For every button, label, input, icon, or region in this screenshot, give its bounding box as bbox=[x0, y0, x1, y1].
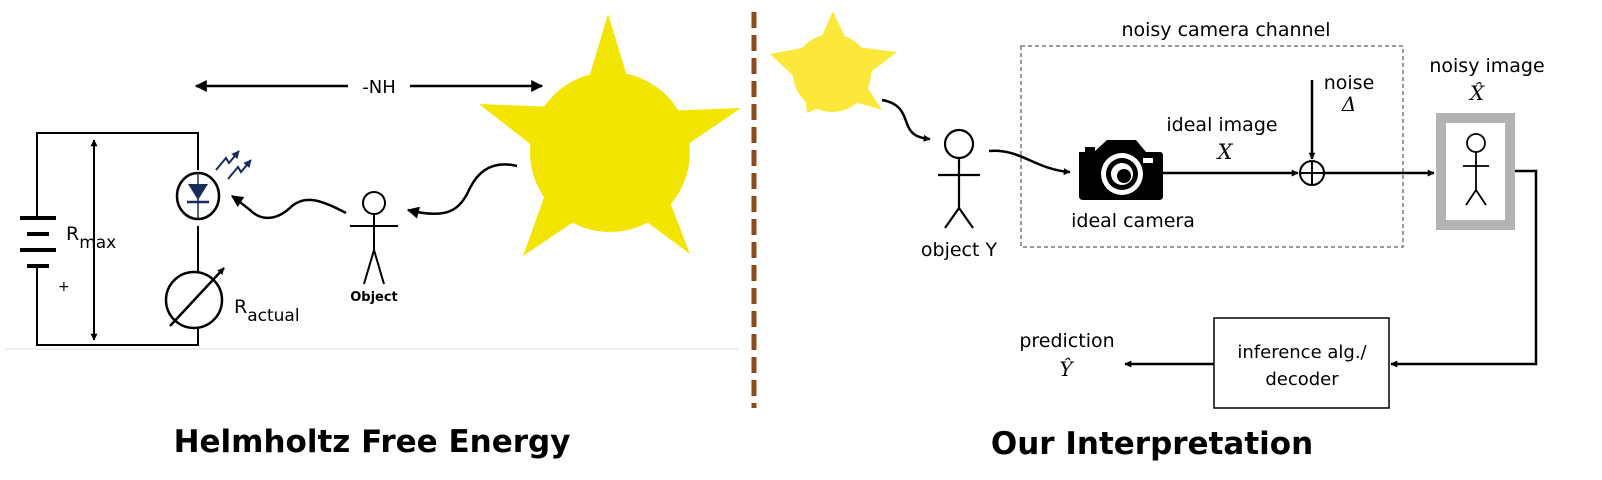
object-figure-icon bbox=[350, 191, 398, 285]
noisy-image-symbol: X̂ bbox=[1468, 81, 1485, 105]
channel-box bbox=[1020, 45, 1404, 248]
noise-label: noise bbox=[1324, 72, 1375, 94]
sun-small-icon bbox=[770, 11, 897, 113]
object-y-figure-icon bbox=[938, 128, 980, 229]
light-wave-object-to-diode bbox=[231, 194, 347, 219]
light-path-sun-to-object bbox=[881, 98, 931, 142]
sun-icon bbox=[479, 14, 741, 256]
object-y-label: object Y bbox=[921, 239, 998, 261]
camera-icon bbox=[1079, 140, 1163, 200]
decoder-line2: decoder bbox=[1265, 369, 1339, 390]
noisy-image-label: noisy image bbox=[1429, 55, 1544, 77]
camera-label: ideal camera bbox=[1071, 210, 1195, 232]
variable-resistor-icon bbox=[164, 267, 225, 330]
left-panel: + Rmax Ractual -NH bbox=[5, 14, 741, 460]
light-wave-sun-to-object bbox=[406, 163, 518, 219]
noise-symbol: Δ bbox=[1341, 92, 1356, 116]
ractual-label: Ractual bbox=[234, 296, 300, 326]
decoder-line1: inference alg./ bbox=[1237, 342, 1367, 363]
left-caption: Helmholtz Free Energy bbox=[174, 424, 571, 460]
rmax-label: Rmax bbox=[66, 223, 116, 253]
decoder-box bbox=[1213, 317, 1390, 409]
nh-label: -NH bbox=[362, 77, 396, 98]
right-panel: object Y noisy camera channel ideal came… bbox=[770, 11, 1545, 462]
arrow-object-to-camera bbox=[988, 149, 1071, 176]
arrow-noisy-image-to-decoder bbox=[1390, 169, 1538, 368]
photodiode-icon bbox=[175, 150, 252, 226]
noisy-image-figure-icon bbox=[1463, 133, 1489, 206]
object-label: Object bbox=[350, 290, 398, 305]
prediction-symbol: Ŷ bbox=[1059, 357, 1074, 381]
channel-label: noisy camera channel bbox=[1121, 19, 1330, 41]
ideal-image-label: ideal image bbox=[1166, 114, 1277, 136]
prediction-label: prediction bbox=[1019, 330, 1114, 352]
right-caption: Our Interpretation bbox=[991, 426, 1313, 462]
battery-plus-label: + bbox=[58, 279, 70, 295]
ideal-image-symbol: X bbox=[1216, 140, 1234, 164]
adder-icon bbox=[1299, 160, 1325, 186]
